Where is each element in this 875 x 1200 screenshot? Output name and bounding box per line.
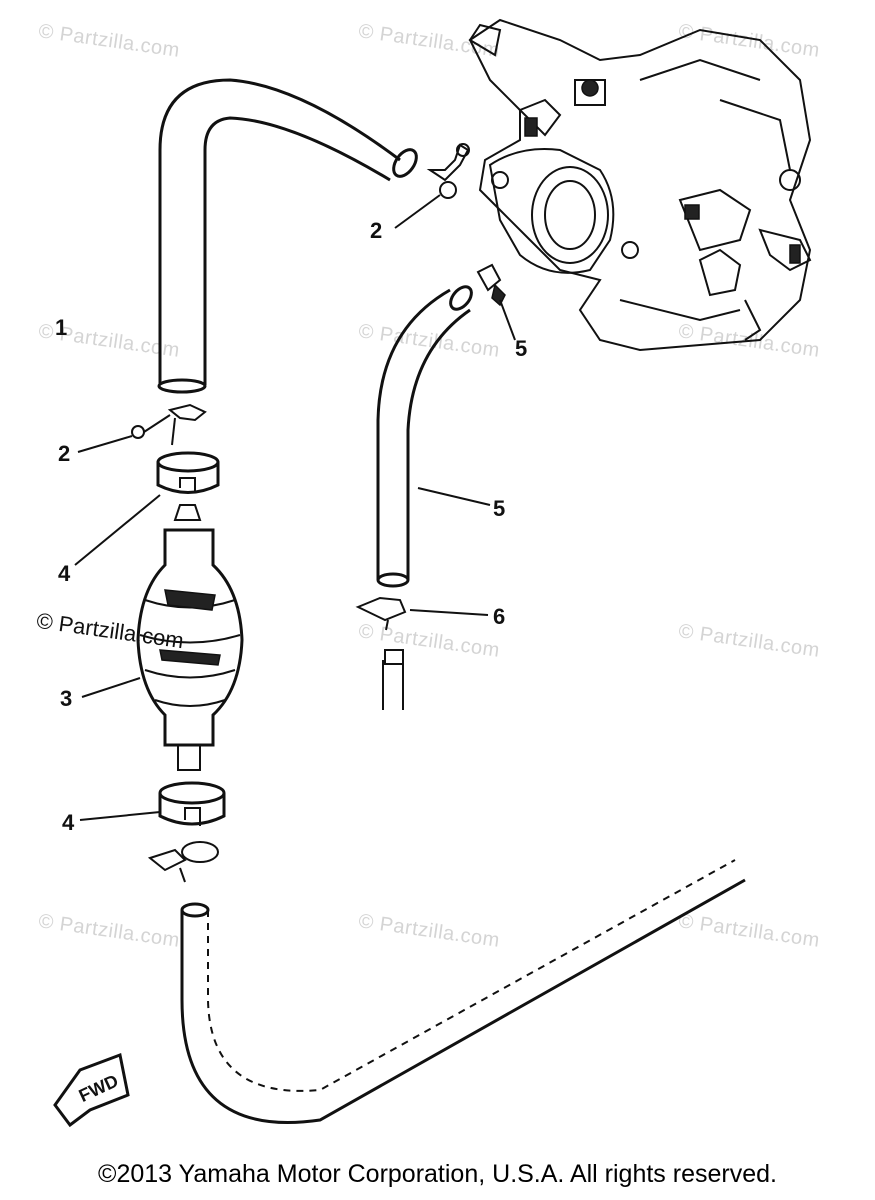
hose-part-1-outline xyxy=(203,116,391,385)
clip-upper-right xyxy=(476,263,506,307)
clip-bottom xyxy=(147,841,219,883)
callout-2-left: 2 xyxy=(58,441,71,466)
clip-part-2-left xyxy=(131,403,207,446)
callout-6: 6 xyxy=(493,604,506,629)
clip-part-6 xyxy=(355,596,407,710)
carburetor-assembly xyxy=(468,18,812,352)
callout-1: 1 xyxy=(55,315,68,340)
clamp-part-4-lower xyxy=(158,781,226,826)
callout-4-lower: 4 xyxy=(62,810,75,835)
clip-part-2-upper xyxy=(426,143,470,199)
callout-3: 3 xyxy=(60,686,73,711)
callout-5-upper: 5 xyxy=(515,336,528,361)
callout-5-mid: 5 xyxy=(493,496,506,521)
fwd-arrow-icon: FWD xyxy=(53,1052,130,1128)
primer-bulb-part-3 xyxy=(136,504,244,771)
hose-part-5 xyxy=(376,288,451,580)
fuel-line-lower xyxy=(180,878,746,1124)
copyright-notice: ©2013 Yamaha Motor Corporation, U.S.A. A… xyxy=(98,1160,777,1188)
callout-2-top: 2 xyxy=(370,218,383,243)
clamp-part-4-upper xyxy=(156,451,220,494)
hose-part-1 xyxy=(158,78,401,385)
callout-4-upper: 4 xyxy=(58,561,71,586)
